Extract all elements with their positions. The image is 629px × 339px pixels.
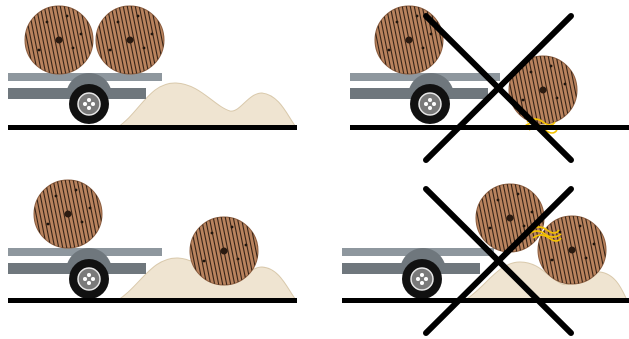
ground-line — [342, 298, 629, 303]
cross-mark-icon — [423, 13, 574, 163]
cable-drum — [33, 179, 103, 249]
trailer — [342, 248, 494, 299]
trailer — [8, 248, 162, 299]
panel-top-right — [350, 5, 629, 163]
wheel — [69, 259, 109, 299]
ground-line — [8, 125, 297, 130]
cross-mark-icon — [423, 186, 574, 336]
cable-drum — [24, 5, 94, 75]
sand-pile — [116, 82, 298, 128]
wheel — [402, 259, 442, 299]
trailer — [350, 73, 500, 124]
ground-line — [350, 125, 629, 130]
cable-drum — [374, 5, 444, 75]
wheel — [69, 84, 109, 124]
panel-bottom-right — [342, 183, 629, 336]
wheel — [410, 84, 450, 124]
panel-bottom-left — [8, 179, 298, 303]
cable-drum-dropped — [508, 55, 578, 125]
cable-drum — [95, 5, 165, 75]
panel-top-left — [8, 5, 298, 130]
trailer — [8, 73, 162, 124]
ground-line — [8, 298, 297, 303]
